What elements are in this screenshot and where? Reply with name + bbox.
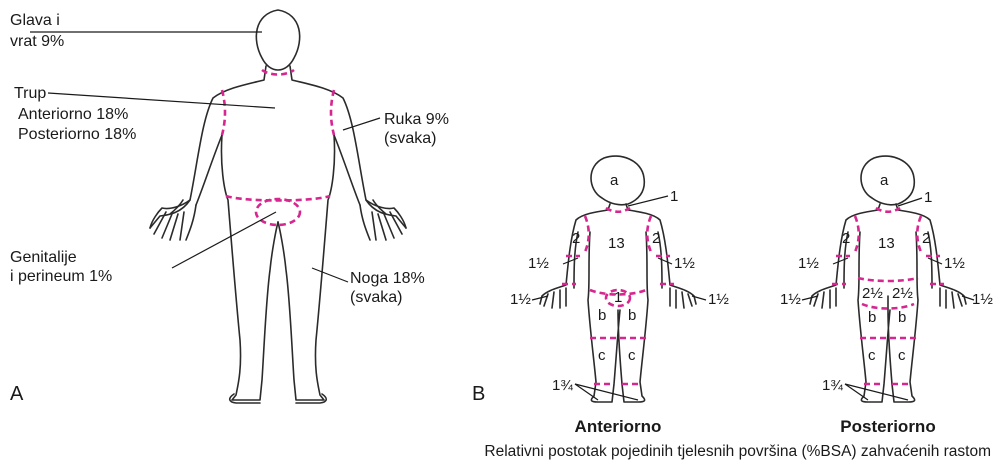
adult-head xyxy=(256,10,299,70)
child-post-outline xyxy=(810,204,966,402)
child-post-buttock-left-value: 2½ xyxy=(862,285,883,302)
child-ant-foot-value: 1¾ xyxy=(552,377,573,394)
head-neck-label-1: Glava i xyxy=(10,12,60,29)
adult-genital-boundary xyxy=(256,199,300,225)
child-ant-trunk-value: 13 xyxy=(608,235,625,252)
child-post-left-shoulder xyxy=(855,216,859,252)
trunk-anterior-label: Anteriorno 18% xyxy=(18,106,128,123)
adult-right-shoulder-boundary xyxy=(331,90,334,135)
arm-label-2: (svaka) xyxy=(384,130,436,147)
child-ant-leg-right-value: c xyxy=(628,347,636,364)
figure-caption: Relativni postotak pojedinih tjelesnih p… xyxy=(484,443,991,460)
child-ant-forearm-left-value: 1½ xyxy=(528,255,549,272)
child-ant-left-shoulder xyxy=(585,216,589,252)
child-ant-leg-left-value: c xyxy=(598,347,606,364)
leg-label-2: (svaka) xyxy=(350,289,402,306)
child-post-forearm-right-value: 1½ xyxy=(944,255,965,272)
child-posterior-figure xyxy=(810,156,966,402)
child-post-thigh-left-value: b xyxy=(868,309,876,326)
panel-b-letter: B xyxy=(472,383,485,405)
panel-a-letter: A xyxy=(10,383,24,405)
child-ant-upperarm-right-value: 2 xyxy=(652,230,660,247)
anterior-title: Anteriorno xyxy=(575,417,662,436)
child-post-thigh-right-value: b xyxy=(898,309,906,326)
child-post-head-value: a xyxy=(880,172,889,189)
trunk-posterior-label: Posteriorno 18% xyxy=(18,126,136,143)
adult-left-outline xyxy=(150,66,278,400)
genitalia-label-1: Genitalije xyxy=(10,249,77,266)
child-ant-thigh-left-value: b xyxy=(598,307,606,324)
trunk-label: Trup xyxy=(14,85,46,102)
child-ant-neck-value: 1 xyxy=(670,188,678,205)
child-post-right-shoulder xyxy=(917,216,921,252)
child-post-trunk-value: 13 xyxy=(878,235,895,252)
child-post-upperarm-left-value: 2 xyxy=(842,230,850,247)
child-post-neck-boundary xyxy=(876,208,900,212)
child-post-leg-right-value: c xyxy=(898,347,906,364)
child-ant-right-shoulder xyxy=(647,216,651,252)
child-post-neck-value: 1 xyxy=(924,189,932,206)
adult-left-shoulder-boundary xyxy=(222,90,225,135)
child-post-hand-left-value: 1½ xyxy=(780,291,801,308)
child-ant-hand-right-value: 1½ xyxy=(708,291,729,308)
child-ant-head-value: a xyxy=(610,172,619,189)
leg-label-1: Noga 18% xyxy=(350,270,425,287)
arm-label-1: Ruka 9% xyxy=(384,111,449,128)
genitalia-label-2: i perineum 1% xyxy=(10,268,112,285)
child-ant-upperarm-left-value: 2 xyxy=(572,230,580,247)
child-ant-thigh-right-value: b xyxy=(628,307,636,324)
child-post-buttock-right-value: 2½ xyxy=(892,285,913,302)
child-post-leg-left-value: c xyxy=(868,347,876,364)
child-post-waist xyxy=(858,278,918,281)
child-post-forearm-left-value: 1½ xyxy=(798,255,819,272)
child-post-hand-right-value: 1½ xyxy=(972,291,993,308)
adult-left-foot xyxy=(230,394,260,403)
child-ant-neck-boundary xyxy=(606,208,630,212)
posterior-title: Posteriorno xyxy=(840,417,935,436)
child-ant-genital-value: 1 xyxy=(614,289,622,306)
child-ant-hand-left-value: 1½ xyxy=(510,291,531,308)
adult-right-foot xyxy=(296,394,326,403)
head-neck-label-2: vrat 9% xyxy=(10,33,64,50)
adult-body-figure xyxy=(150,10,406,403)
adult-leader-lines xyxy=(30,32,380,282)
child-post-foot-value: 1¾ xyxy=(822,377,843,394)
child-ant-forearm-right-value: 1½ xyxy=(674,255,695,272)
child-post-upperarm-right-value: 2 xyxy=(922,230,930,247)
